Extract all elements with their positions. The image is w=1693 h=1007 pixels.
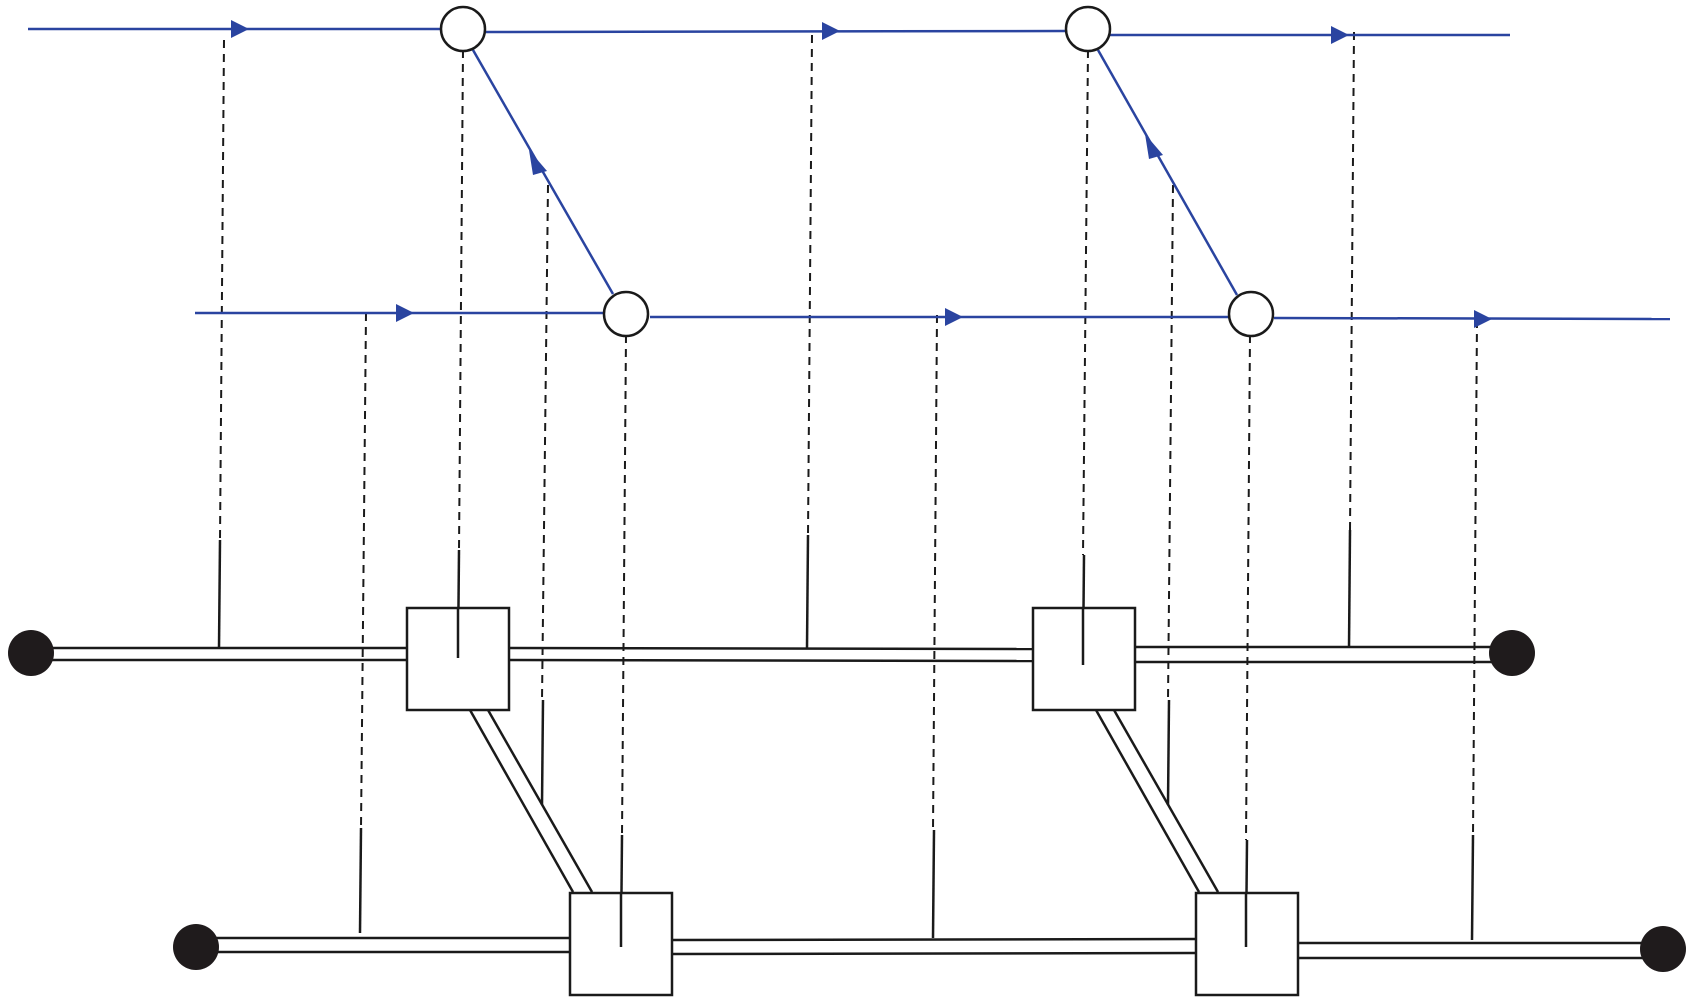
connector-dashed-6 (807, 34, 813, 536)
pipe-upper-2-edge-b (508, 658, 1034, 663)
flow-arrows (231, 20, 1492, 328)
connector-solid-10 (1347, 529, 1352, 649)
flow-node-bottom-right (1227, 290, 1275, 338)
connector-solid-4 (358, 827, 363, 934)
pipe-diagonal-right-edge-b (1112, 709, 1220, 893)
terminal-lower-right (1640, 926, 1686, 972)
flow-node-top-right (1064, 5, 1112, 53)
connector-dashed-4 (360, 312, 367, 829)
terminal-upper-right (1489, 630, 1535, 676)
arrow-right-icon (822, 22, 840, 40)
connector-dashed-11 (1245, 334, 1251, 841)
connector-solid-9 (1166, 699, 1171, 806)
solid-connectors (217, 529, 1475, 948)
terminals (8, 630, 1686, 972)
connector-dashed-3 (541, 184, 549, 701)
arrow-right-icon (945, 308, 963, 326)
connector-solid-7 (931, 829, 936, 939)
connector-dashed-12 (1472, 319, 1478, 836)
arrow-up-left-icon (1145, 134, 1163, 159)
dashed-connectors (219, 31, 1478, 841)
connector-solid-3 (540, 699, 545, 806)
flow-edge-bottom-3 (1273, 316, 1671, 321)
connector-dashed-1 (219, 39, 225, 541)
flow-edge-diagonal-right (1096, 49, 1239, 296)
connector-solid-6 (805, 534, 810, 649)
connector-dashed-2 (458, 49, 464, 551)
connector-dashed-8 (1082, 49, 1089, 556)
connector-dashed-9 (1167, 184, 1174, 701)
pipe-upper-2-edge-a (508, 646, 1034, 651)
flow-graph (28, 27, 1671, 321)
terminal-lower-left (173, 924, 219, 970)
connector-solid-12 (1470, 834, 1475, 941)
arrow-right-icon (396, 304, 414, 322)
pipe-diagonal-left-edge-b (486, 709, 594, 893)
flow-node-top-left (439, 5, 487, 53)
box-connector-stubs (456, 608, 1248, 947)
connector-dashed-7 (932, 314, 938, 831)
connector-dashed-10 (1349, 31, 1355, 531)
flow-edge-top-2 (485, 29, 1067, 34)
terminal-upper-left (8, 630, 54, 676)
pipe-lower-2-edge-a (671, 937, 1197, 942)
arrow-up-left-icon (529, 150, 547, 175)
connector-solid-1 (217, 539, 222, 649)
pipe-diagonal-right-edge-a (1094, 709, 1201, 893)
pipe-diagonal-left-edge-a (468, 709, 575, 893)
arrow-right-icon (231, 20, 249, 38)
arrow-right-icon (1474, 310, 1492, 328)
pipe-lower-2-edge-b (671, 951, 1197, 956)
flow-nodes (439, 5, 1275, 338)
arrow-right-icon (1331, 26, 1349, 44)
connector-dashed-5 (621, 334, 627, 836)
pipe-network (30, 645, 1662, 960)
flow-node-bottom-left (602, 290, 650, 338)
